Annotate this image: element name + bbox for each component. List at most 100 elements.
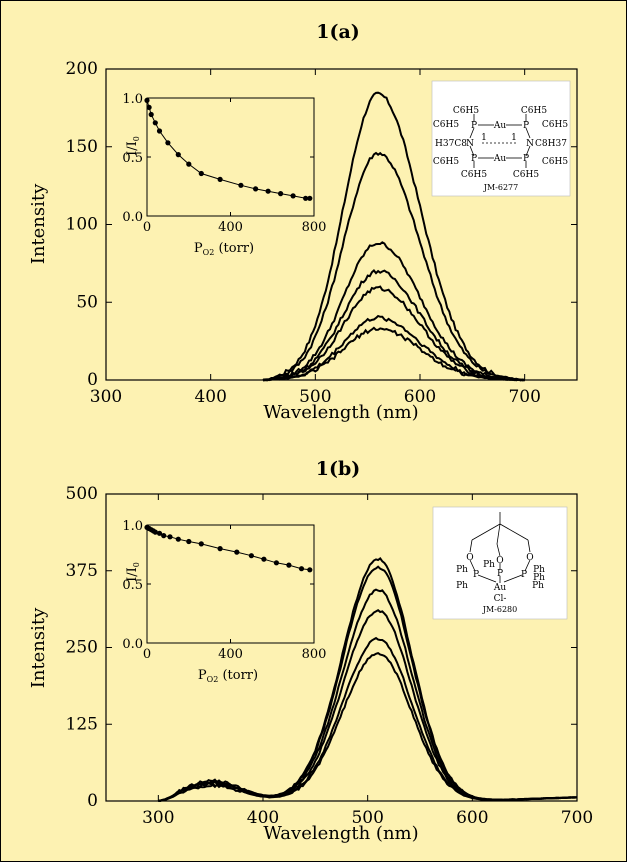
inset-point [146, 104, 152, 110]
structure-label: P [473, 570, 479, 580]
y-tick-label: 50 [76, 292, 98, 312]
y-tick-label: 375 [66, 561, 98, 581]
structure-label: C6H5 [513, 170, 539, 180]
y-tick-label: 0.0 [122, 637, 143, 652]
panel-b-plot-frame [105, 493, 578, 802]
structure-label: P [523, 121, 529, 131]
structure-label: Ph [533, 565, 545, 575]
panel-b-title: 1(b) [316, 458, 361, 480]
panel-b-x-axis-label: Wavelength (nm) [263, 823, 418, 844]
structure-label: C6H5 [542, 157, 568, 167]
structure-label: Cl- [494, 594, 507, 604]
inset-point [286, 562, 292, 568]
panel-a-plot-frame [105, 68, 578, 381]
inset-point [156, 128, 163, 134]
structure-label: N [526, 139, 534, 149]
x-tick-label: 500 [351, 808, 383, 828]
spectrum-series [158, 651, 577, 802]
structure-code: JM-6277 [483, 183, 518, 192]
structure-label: C6H5 [542, 120, 568, 130]
x-tick-label: 600 [456, 808, 488, 828]
inset-point [148, 111, 154, 118]
y-tick-label: 100 [66, 215, 98, 235]
structure-label: N [466, 139, 474, 149]
panel-b-inset-x-label: PO2 (torr) [198, 668, 258, 684]
x-tick-label: 0 [143, 647, 151, 662]
inset-point [265, 188, 271, 194]
y-tick-label: 0.5 [122, 578, 143, 593]
x-tick-label: 700 [561, 808, 593, 828]
y-tick-label: 1.0 [122, 92, 143, 107]
x-tick-label: 400 [218, 647, 243, 662]
structure-label: Ph [456, 565, 468, 575]
y-tick-label: 0.5 [122, 151, 143, 166]
y-tick-label: 0 [87, 370, 98, 390]
structure-label: P [497, 569, 503, 579]
x-tick-label: 600 [404, 387, 436, 407]
structure-label: Ph [533, 573, 545, 583]
inset-point [261, 556, 267, 562]
panel-b-series [158, 556, 578, 802]
structure-label: O [466, 553, 473, 563]
structure-label: H37C8 [435, 139, 467, 149]
y-tick-label: 200 [66, 59, 98, 79]
spectrum-series [262, 326, 525, 382]
panel-b-y-axis-label: Intensity [28, 607, 49, 688]
y-tick-label: 0 [87, 791, 98, 811]
inset-point [253, 186, 259, 192]
inset-point [217, 176, 223, 182]
spectrum-series [262, 285, 525, 382]
panel-b-structure: O O O Ph Ph Ph P P P Ph Ph Ph Au Cl- JM-… [432, 506, 568, 620]
x-tick-label: 500 [299, 387, 331, 407]
x-tick-label: 300 [142, 808, 174, 828]
inset-point [165, 140, 171, 146]
panel-a-inset-x-label: PO2 (torr) [194, 241, 254, 257]
inset-point [175, 152, 181, 158]
structure-label: Au [493, 154, 506, 164]
structure-label: Ph [456, 581, 468, 591]
structure-label: 1 [511, 133, 517, 143]
panel-a-structure-bonds [469, 114, 531, 168]
panel-a-x-axis-label: Wavelength (nm) [263, 402, 418, 423]
structure-code: JM-6280 [482, 605, 517, 614]
panel-a-inset-y-label: I/I0 [125, 136, 141, 156]
y-tick-label: 500 [66, 484, 98, 504]
x-tick-label: 400 [194, 387, 226, 407]
inset-point [238, 182, 244, 188]
y-tick-label: 125 [66, 714, 98, 734]
panel-a-inset-series [144, 97, 313, 201]
x-tick-label: 0 [143, 220, 151, 235]
panel-a-structure: C6H5 C6H5 C6H5 C6H5 P Au P H37C8 N 1 1 N… [431, 80, 571, 197]
structure-label: C6H5 [453, 106, 479, 116]
x-tick-label: 400 [218, 220, 243, 235]
panel-a-series [262, 91, 526, 382]
structure-label: Ph [532, 581, 544, 591]
spectrum-series [262, 91, 525, 382]
inset-point [175, 536, 181, 542]
structure-label: P [521, 570, 527, 580]
structure-label: C8H37 [535, 139, 567, 149]
panel-b-inset-series [144, 524, 313, 573]
structure-label: P [523, 154, 529, 164]
x-tick-label: 400 [247, 808, 279, 828]
inset-point [273, 560, 279, 566]
inset-point [186, 161, 192, 167]
structure-label: O [496, 556, 503, 566]
inset-point [198, 541, 204, 547]
structure-label: C6H5 [433, 157, 459, 167]
x-tick-label: 700 [508, 387, 540, 407]
panel-a-y-axis-label: Intensity [28, 183, 49, 264]
inset-point [161, 533, 167, 539]
inset-point [152, 120, 158, 126]
inset-point [248, 553, 254, 559]
structure-label: C6H5 [461, 170, 487, 180]
inset-point [307, 195, 313, 201]
inset-point [307, 567, 313, 573]
